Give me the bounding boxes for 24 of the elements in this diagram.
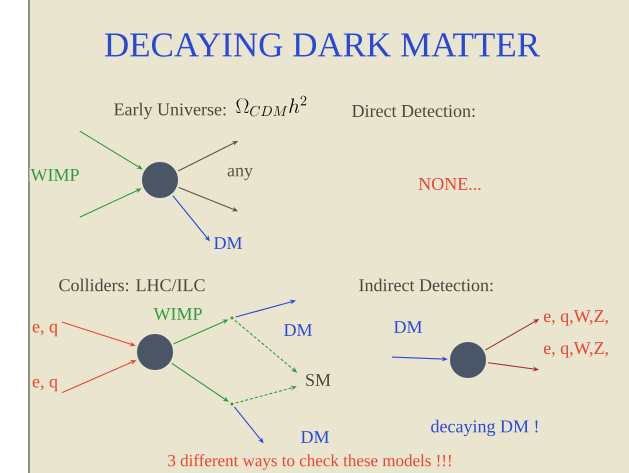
particle-label: e, q	[32, 324, 58, 336]
edge-label: DM	[300, 430, 330, 444]
edge-label: any	[226, 166, 254, 182]
status-text: NONE...	[418, 178, 481, 190]
particle-label: DM	[214, 237, 242, 249]
particle-label: e, q,W,Z,	[544, 342, 608, 358]
title: DECAYING DARK MATTER	[104, 33, 540, 57]
section-heading: Colliders: LHC/ILC	[59, 278, 205, 292]
vertex-circle	[142, 162, 178, 198]
edge-label: WIMP	[152, 306, 204, 322]
particle-label: SM	[306, 374, 330, 386]
section-heading: Direct Detection:	[352, 104, 475, 118]
edge-label: DM	[392, 320, 424, 334]
vertex-circle	[137, 334, 173, 370]
vertex-circle	[450, 342, 486, 378]
annotation: decaying DM !	[431, 420, 538, 436]
formula: $\Omega_{CDM}h^2$	[236, 96, 306, 116]
caption: 3 different ways to check these models !!!	[168, 454, 451, 470]
section-heading: Indirect Detection:	[359, 278, 493, 292]
particle-label: e, q,W,Z,	[544, 310, 608, 326]
edge-label: WIMP	[30, 168, 80, 182]
particle-label: e, q	[32, 378, 58, 392]
section-heading: Early Universe:	[114, 102, 226, 120]
edge-label: DM	[282, 323, 314, 337]
